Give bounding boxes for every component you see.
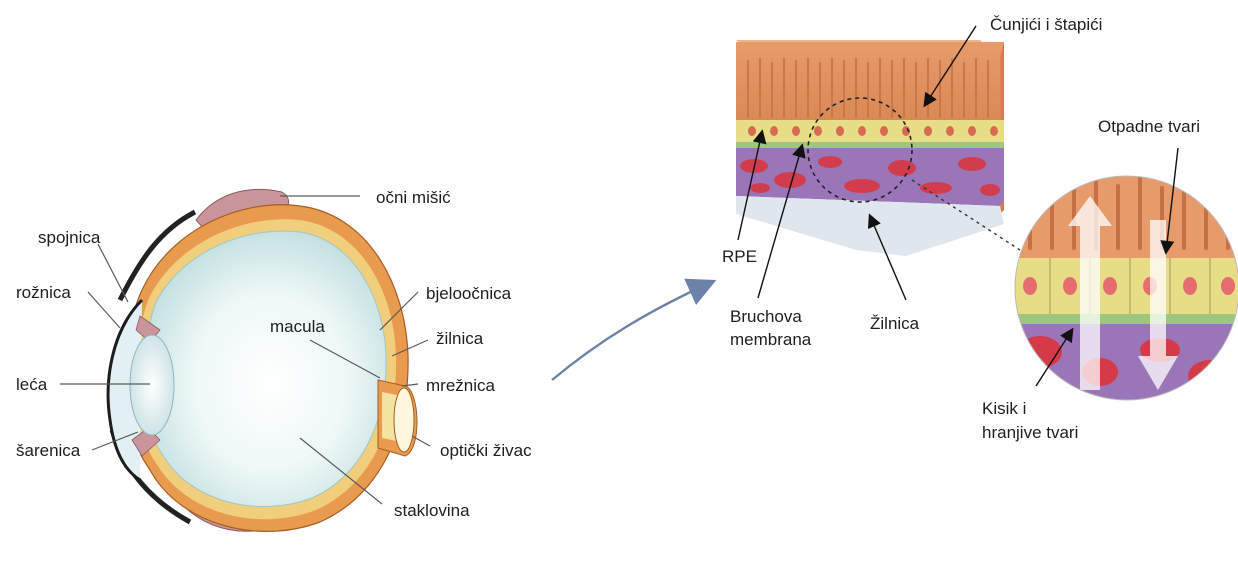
label-staklovina: staklovina <box>394 501 470 520</box>
label-hranjive-tvari: hranjive tvari <box>982 423 1078 442</box>
label-leca: leća <box>16 375 48 394</box>
connector-arrow <box>552 282 712 380</box>
label-zilnica-retina: Žilnica <box>870 314 920 333</box>
label-otpadne-tvari: Otpadne tvari <box>1098 117 1200 136</box>
label-zilnica: žilnica <box>436 329 484 348</box>
eye-cross-section <box>108 189 417 531</box>
label-spojnica: spojnica <box>38 228 101 247</box>
retina-block <box>736 40 1004 256</box>
bruch-membrane-layer <box>736 142 1004 148</box>
label-opticki-zivac: optički živac <box>440 441 532 460</box>
label-mreznica: mrežnica <box>426 376 496 395</box>
label-kisik: Kisik i <box>982 399 1026 418</box>
label-roznica: rožnica <box>16 283 71 302</box>
lens <box>130 335 174 435</box>
label-bjeloocnica: bjeloočnica <box>426 284 512 303</box>
label-ocni-misic: očni mišić <box>376 188 451 207</box>
vitreous-body <box>146 231 386 506</box>
label-membrana: membrana <box>730 330 812 349</box>
label-sarenica: šarenica <box>16 441 81 460</box>
label-bruchova: Bruchova <box>730 307 802 326</box>
zoom-detail <box>1010 170 1238 404</box>
label-rpe: RPE <box>722 247 757 266</box>
label-cunjici-stapici: Čunjići i štapići <box>990 15 1102 34</box>
label-macula: macula <box>270 317 325 336</box>
